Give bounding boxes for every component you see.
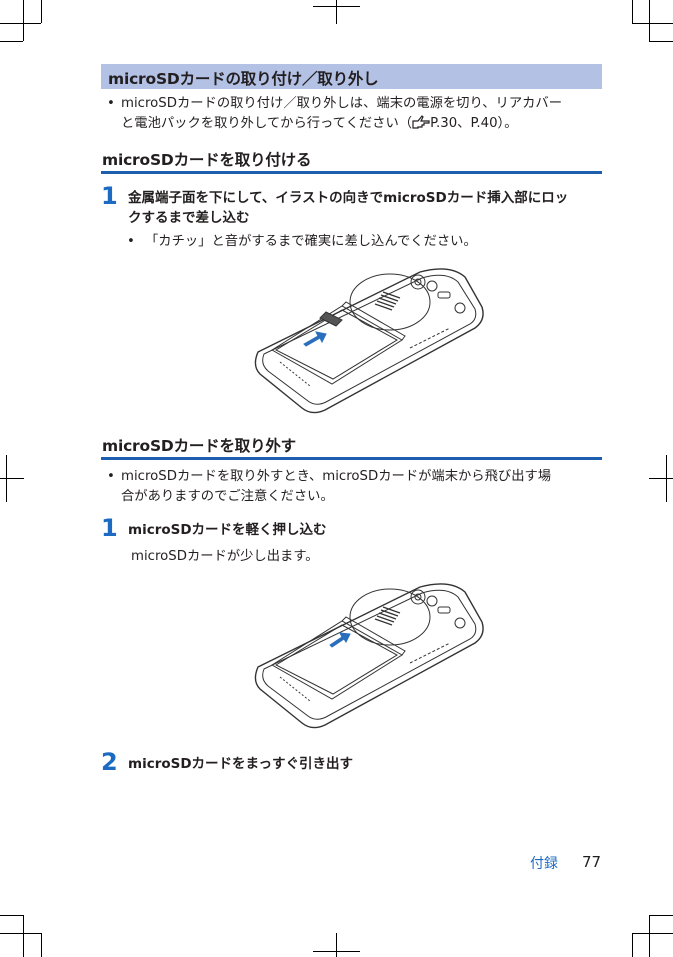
remove-step-1-text: microSDカードを軽く押し込む <box>128 522 327 538</box>
remove-caution-line2: 合がありますのでご注意ください。 <box>121 489 334 504</box>
remove-caution-note: • microSDカードを取り外すとき、microSDカードが端末から飛び出す場… <box>107 467 602 507</box>
remove-heading-text: microSDカードを取り外す <box>102 437 296 455</box>
remove-step-1-note: microSDカードが少し出ます。 <box>131 549 319 564</box>
remove-caution-line1: microSDカードを取り外すとき、microSDカードが端末から飛び出す場 <box>121 469 552 484</box>
step-number: 2 <box>101 748 118 776</box>
phone-back-push-microsd-illustration <box>250 577 490 732</box>
phone-back-insert-microsd-illustration <box>250 262 490 417</box>
remove-step-1: 1 microSDカードを軽く押し込む <box>101 514 606 544</box>
step-number: 1 <box>101 182 118 210</box>
install-step-1-note: • 「カチッ」と音がするまで確実に差し込んでください。 <box>127 232 597 252</box>
install-heading: microSDカードを取り付ける <box>101 147 602 174</box>
bullet-dot: • <box>107 96 115 111</box>
page-number: 77 <box>582 853 602 871</box>
bullet-dot: • <box>127 234 135 249</box>
install-step-1: 1 金属端子面を下にして、イラストの向きでmicroSDカード挿入部にロッ クす… <box>101 182 606 232</box>
step-number: 1 <box>101 514 118 542</box>
section-title: microSDカードの取り付け／取り外し <box>108 70 379 88</box>
intro-note: • microSDカードの取り付け／取り外しは、端末の電源を切り、リアカバー と… <box>107 94 602 134</box>
install-heading-text: microSDカードを取り付ける <box>102 151 312 169</box>
remove-step-2-text: microSDカードをまっすぐ引き出す <box>128 756 354 772</box>
footer-section-label: 付録 <box>530 856 558 872</box>
intro-note-line1: microSDカードの取り付け／取り外しは、端末の電源を切り、リアカバー <box>121 96 563 111</box>
remove-step-2: 2 microSDカードをまっすぐ引き出す <box>101 748 606 778</box>
pointing-hand-reference-icon <box>412 115 430 136</box>
section-title-band: microSDカードの取り付け／取り外し <box>101 64 602 89</box>
install-step-1-line1: 金属端子面を下にして、イラストの向きでmicroSDカード挿入部にロッ <box>128 190 569 206</box>
bullet-dot: • <box>107 469 115 484</box>
intro-note-line2: と電池パックを取り外してから行ってください（P.30、P.40）。 <box>121 114 518 136</box>
remove-heading: microSDカードを取り外す <box>101 433 602 460</box>
install-step-1-line2: クするまで差し込む <box>128 210 250 226</box>
install-step-1-note-text: 「カチッ」と音がするまで確実に差し込んでください。 <box>145 234 477 249</box>
